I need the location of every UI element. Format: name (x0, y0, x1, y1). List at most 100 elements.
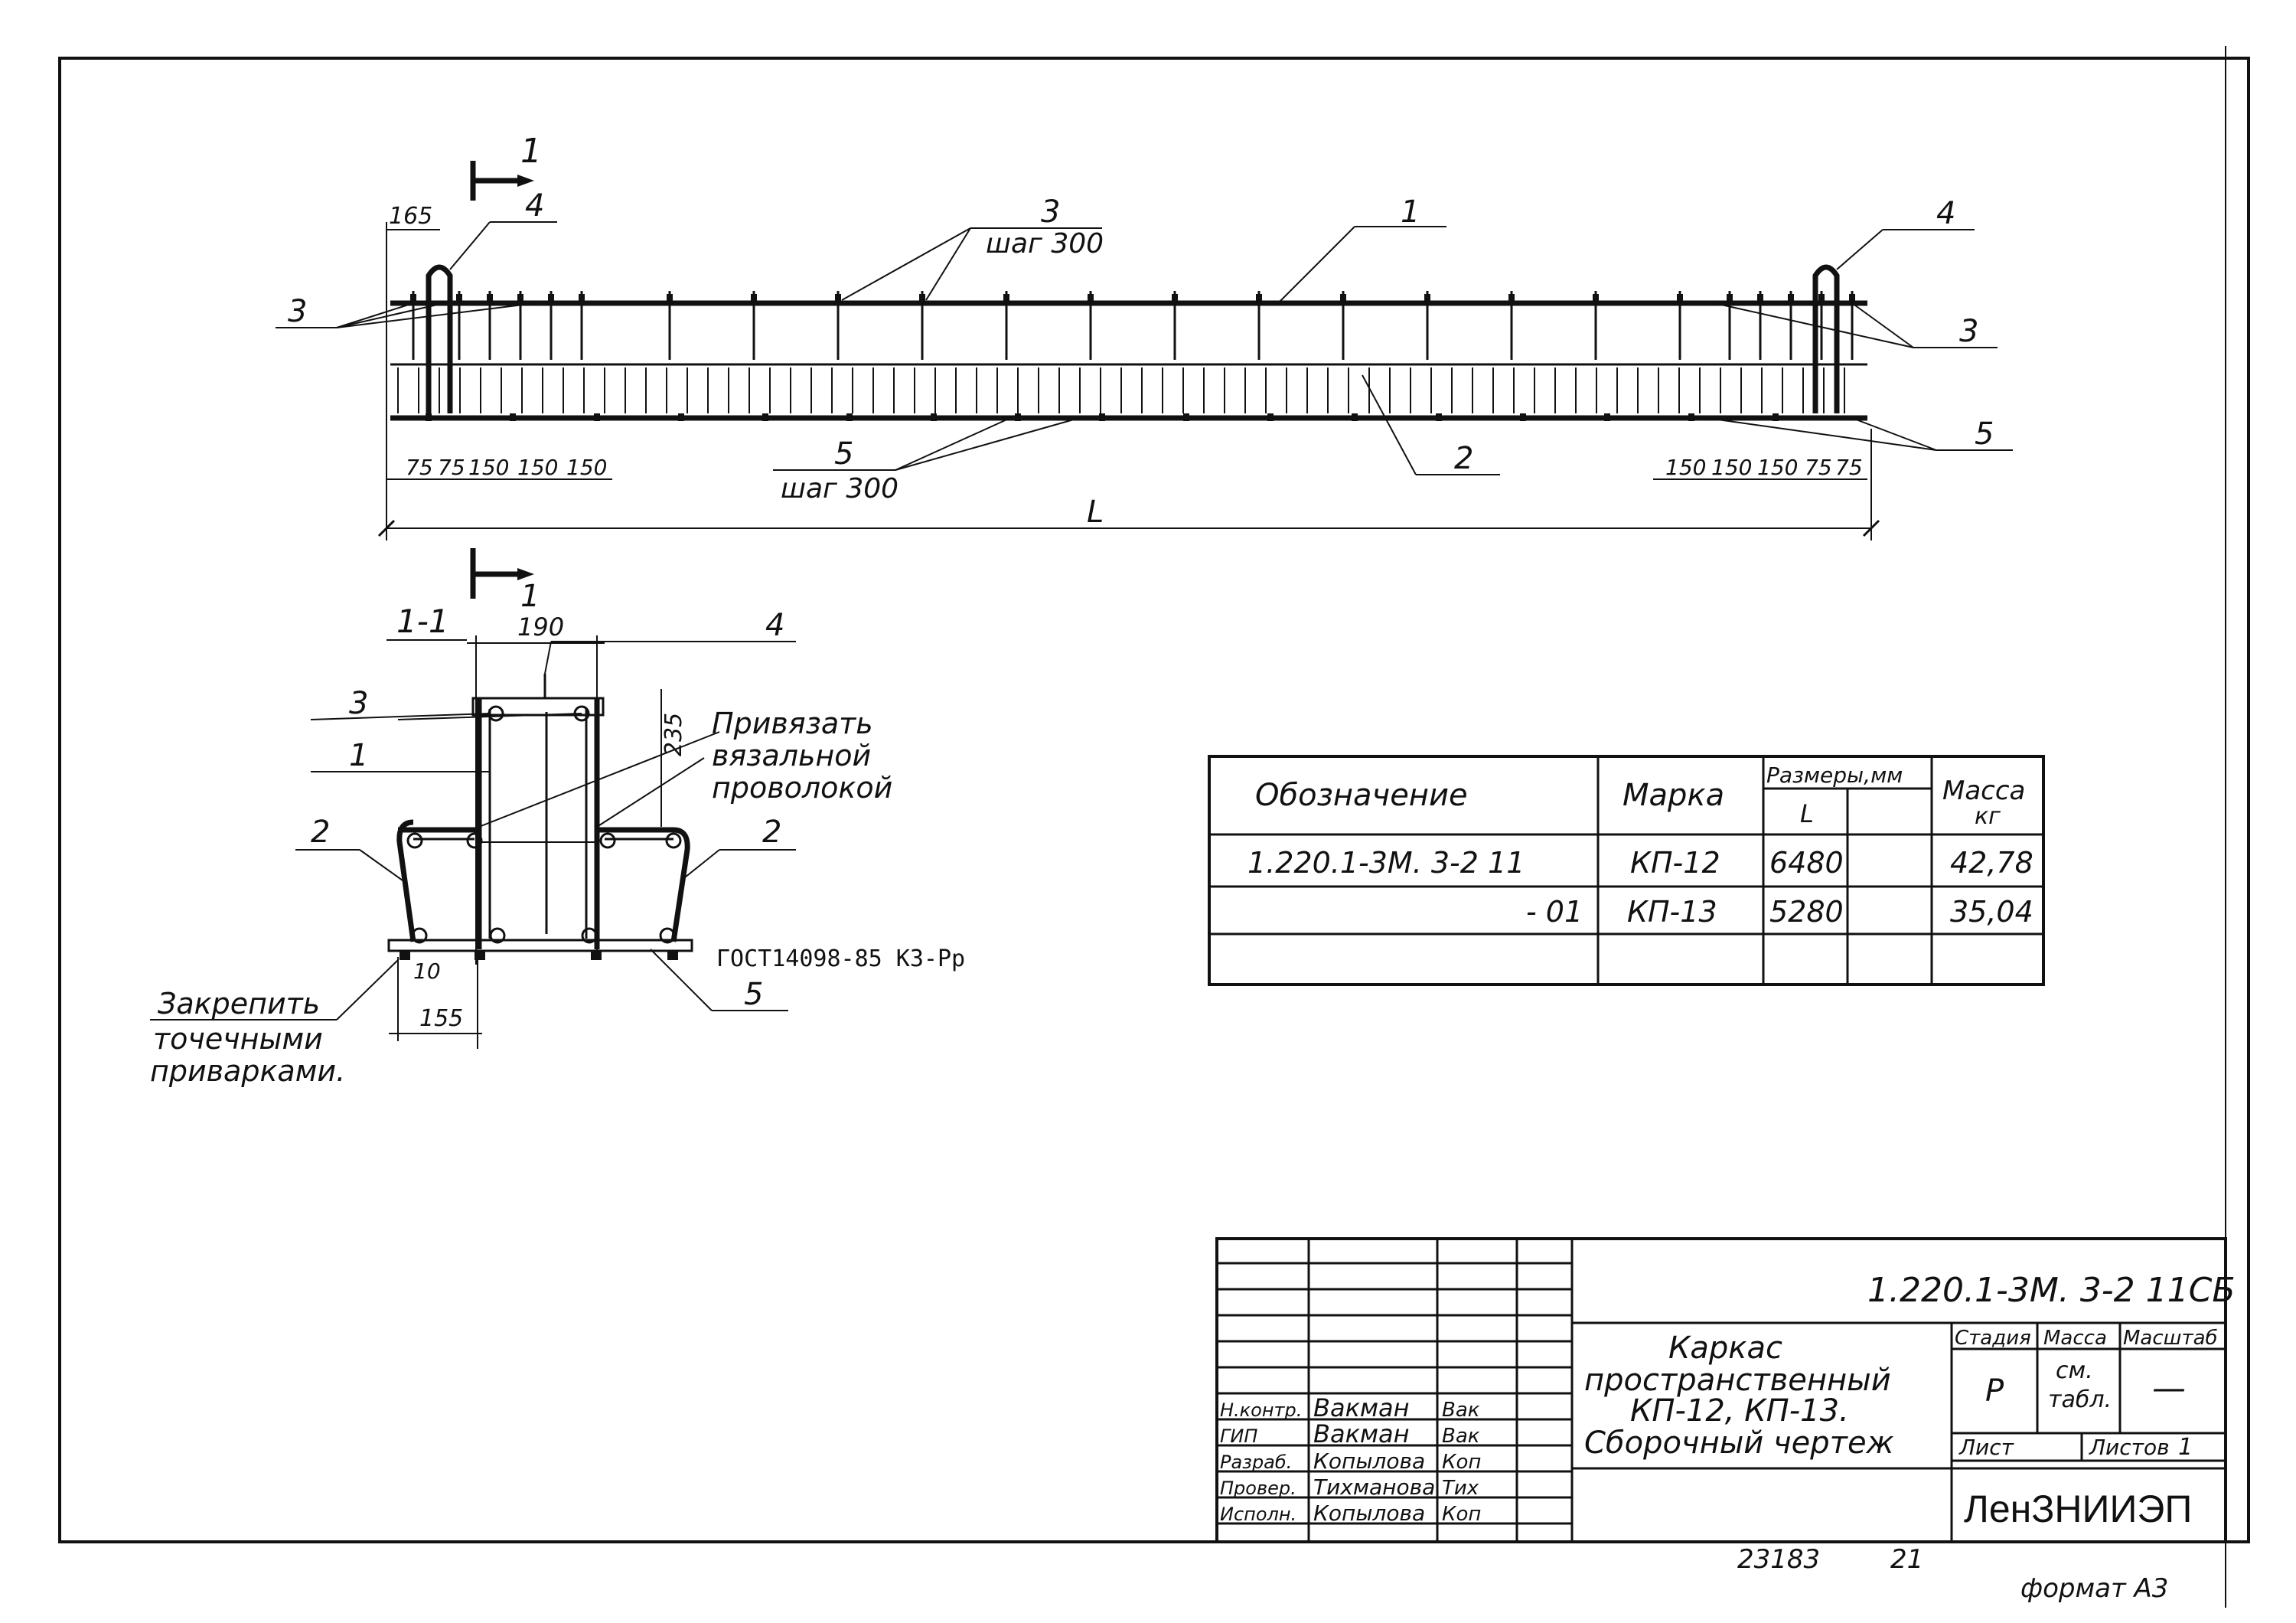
callout-3-right: 3 (1959, 314, 1978, 349)
stirrup-weld (1003, 294, 1009, 302)
sign-5: Коп (1442, 1503, 1481, 1526)
th-L: L (1800, 799, 1814, 828)
section-mark-bottom: 1 (520, 579, 540, 614)
doc-code: 1.220.1-3М. 3-2 11СБ (1867, 1271, 2236, 1310)
sheet-number: 21 (1890, 1544, 1923, 1575)
dim-left-5: 150 (566, 455, 607, 480)
th-designation: Обозначение (1255, 778, 1468, 813)
stirrup-weld (1172, 294, 1178, 302)
side-bar-left (396, 819, 416, 942)
dim-190: 190 (517, 612, 564, 642)
stirrup-weld (487, 294, 493, 302)
callout-5-step: шаг 300 (781, 473, 899, 505)
callout-3-step: шаг 300 (986, 228, 1104, 260)
title-line-4: Сборочный чертеж (1584, 1425, 1894, 1461)
section-callout-3: 3 (349, 686, 368, 721)
label-scale: Масштаб (2123, 1327, 2218, 1350)
label-sheets: Листов (2089, 1435, 2170, 1460)
title-line-3: КП-12, КП-13. (1630, 1393, 1849, 1429)
rod-weld (678, 413, 684, 421)
stirrup-weld (410, 294, 416, 302)
name-1: Вакман (1313, 1393, 1410, 1422)
callout-5: 5 (834, 436, 853, 472)
label-mass: Масса (2043, 1327, 2107, 1350)
callout-3-top: 3 (1041, 194, 1060, 230)
rod-weld (1015, 413, 1021, 421)
role-5: Исполн. (1220, 1504, 1296, 1525)
sign-1: Вак (1442, 1399, 1480, 1422)
elevation-view: 1 165 75 75 150 150 150 150 150 150 75 7… (276, 132, 2013, 540)
sign-4: Тих (1442, 1477, 1479, 1500)
rod-weld (846, 413, 853, 421)
section-title: 1-1 (396, 603, 449, 640)
role-3: Разраб. (1220, 1452, 1292, 1473)
bottom-rods-group (397, 367, 1845, 421)
rod-weld (1436, 413, 1442, 421)
rod-weld (1773, 413, 1779, 421)
row2-mass: 35,04 (1950, 895, 2033, 929)
dim-left-3: 150 (468, 455, 509, 480)
section-callout-5: 5 (744, 977, 763, 1012)
dim-right-1: 150 (1665, 455, 1706, 480)
section-callout-2-right: 2 (762, 815, 781, 850)
sign-2: Вак (1442, 1425, 1480, 1448)
mass-value-1: см. (2056, 1357, 2093, 1384)
callout-4-right: 4 (1936, 196, 1955, 231)
overall-length-dim: L (1087, 495, 1104, 530)
stirrup-weld (1424, 294, 1430, 302)
inventory-number: 23183 (1737, 1544, 1820, 1575)
stirrup-weld (1677, 294, 1683, 302)
row1-mass: 42,78 (1950, 846, 2033, 880)
stirrup-weld (1256, 294, 1262, 302)
stirrup-weld (1088, 294, 1094, 302)
organization-name: ЛенЗНИИЭП (1964, 1487, 2192, 1530)
gost-label: ГОСТ14098-85 К3-Рр (716, 945, 965, 972)
dim-right-5: 75 (1835, 455, 1863, 480)
stirrup-weld (751, 294, 757, 302)
stirrup-weld (1508, 294, 1515, 302)
rod-weld (1352, 413, 1358, 421)
rod-weld (426, 413, 432, 421)
format-label: формат А3 (2020, 1573, 2168, 1604)
stirrup-weld (1757, 294, 1763, 302)
rod-weld (1604, 413, 1610, 421)
note-tie-1: Привязать (712, 707, 873, 740)
th-mass-unit: кг (1975, 803, 2001, 830)
stirrup-weld (1340, 294, 1346, 302)
dim-10: 10 (413, 958, 441, 984)
note-weld-2: точечными (153, 1022, 323, 1056)
section-callout-4: 4 (765, 608, 784, 643)
stage-value: Р (1985, 1373, 2004, 1409)
stirrup-weld (919, 294, 925, 302)
row2-mark: КП-13 (1627, 895, 1717, 929)
stirrup-weld (517, 294, 523, 302)
section-mark-top: 1 (520, 132, 542, 171)
dim-155: 155 (419, 1005, 463, 1032)
rod-weld (1183, 413, 1189, 421)
rod-weld (762, 413, 768, 421)
row2-designation: - 01 (1526, 895, 1583, 929)
label-sheet: Лист (1958, 1435, 2014, 1460)
stirrup-weld (1593, 294, 1599, 302)
row1-mark: КП-12 (1630, 846, 1720, 880)
sign-3: Коп (1442, 1451, 1481, 1474)
role-4: Провер. (1220, 1478, 1296, 1499)
stirrup-weld (667, 294, 673, 302)
stirrup-weld (1788, 294, 1794, 302)
section-view: 1 1-1 190 2 3 5 (150, 548, 965, 1088)
stirrup-weld (548, 294, 554, 302)
specification-table: Обозначение Марка Размеры,мм L Масса кг … (1208, 755, 2045, 986)
lifting-hook-right (1812, 264, 1840, 413)
note-tie-3: проволокой (712, 771, 892, 805)
callout-4-left: 4 (525, 188, 544, 224)
title-line-1: Каркас (1668, 1331, 1782, 1366)
name-2: Вакман (1313, 1419, 1410, 1448)
row2-L: 5280 (1769, 895, 1844, 929)
name-4: Тихманова (1313, 1474, 1435, 1500)
row1-L: 6480 (1769, 846, 1844, 880)
callout-5-right: 5 (1975, 416, 1994, 452)
stirrup-weld (456, 294, 462, 302)
callout-1: 1 (1401, 194, 1420, 230)
name-3: Копылова (1313, 1448, 1425, 1474)
lifting-hook-left (426, 264, 453, 413)
